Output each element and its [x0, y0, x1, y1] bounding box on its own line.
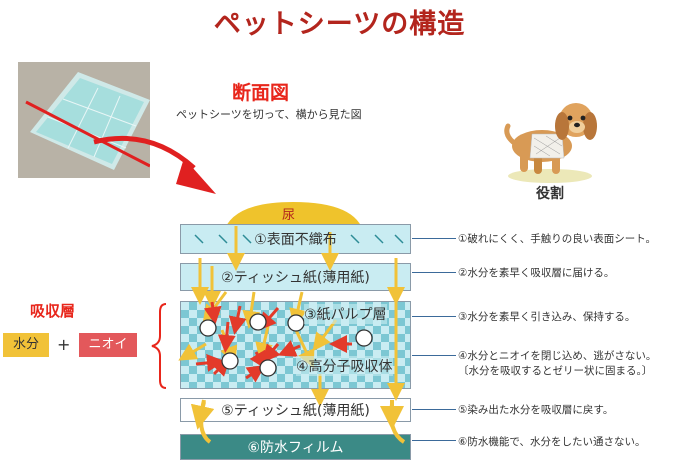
layer4-label: ④高分子吸収体: [296, 356, 393, 376]
layer2-description: ②水分を素早く吸収層に届ける。: [458, 267, 615, 279]
layer1-label: ①表面不織布: [254, 232, 337, 248]
layer1-description: ①破れにくく、手触りの良い表面シート。: [458, 233, 656, 245]
layer2-label: ②ティッシュ紙(薄用紙): [221, 270, 370, 286]
pointer-line-3: [412, 316, 456, 317]
absorb-layer-title: 吸収層: [30, 302, 76, 320]
role-label: 役割: [536, 186, 564, 202]
pointer-line-4: [412, 355, 456, 356]
layer-tissue-upper: ②ティッシュ紙(薄用紙): [180, 263, 411, 291]
pointer-line-2: [412, 272, 456, 273]
layer1-dash-marks: [194, 234, 404, 244]
layer3-label: ③紙パルプ層: [304, 304, 387, 324]
pointer-line-5: [412, 409, 456, 410]
layer6-label: ⑥防水フィルム: [247, 440, 344, 456]
section-title: 断面図: [232, 82, 290, 104]
layer4-description: ④水分とニオイを閉じ込め、逃がさない。: [458, 350, 657, 362]
pointer-line-6: [412, 440, 456, 441]
pet-sheet-photo: [18, 62, 150, 178]
odor-tag: ニオイ: [79, 333, 137, 357]
pointer-line-1: [412, 238, 456, 239]
section-subtitle: ペットシーツを切って、横から見た図: [176, 108, 362, 121]
water-tag: 水分: [3, 333, 49, 357]
page-title: ペットシーツの構造: [213, 9, 466, 40]
layer3-description: ③水分を素早く引き込み、保持する。: [458, 311, 636, 323]
layer4-description-note: 〔水分を吸収するとゼリー状に固まる。〕: [458, 365, 653, 377]
pet-sheet-photo-drawing: [18, 62, 150, 178]
curved-arrow-icon: [93, 135, 216, 194]
layer-tissue-lower: ⑤ティッシュ紙(薄用紙): [180, 398, 411, 422]
layer-waterproof-film: ⑥防水フィルム: [180, 434, 411, 460]
plus-sign: +: [57, 335, 71, 354]
layer5-label: ⑤ティッシュ紙(薄用紙): [221, 403, 370, 419]
layer-surface-nonwoven: ①表面不織布: [180, 224, 411, 254]
dog-illustration: [504, 103, 597, 183]
urine-label: 尿: [282, 208, 296, 223]
layer5-description: ⑤染み出た水分を吸収層に戻す。: [458, 404, 614, 416]
layer6-description: ⑥防水機能で、水分をしたい通さない。: [458, 436, 646, 448]
